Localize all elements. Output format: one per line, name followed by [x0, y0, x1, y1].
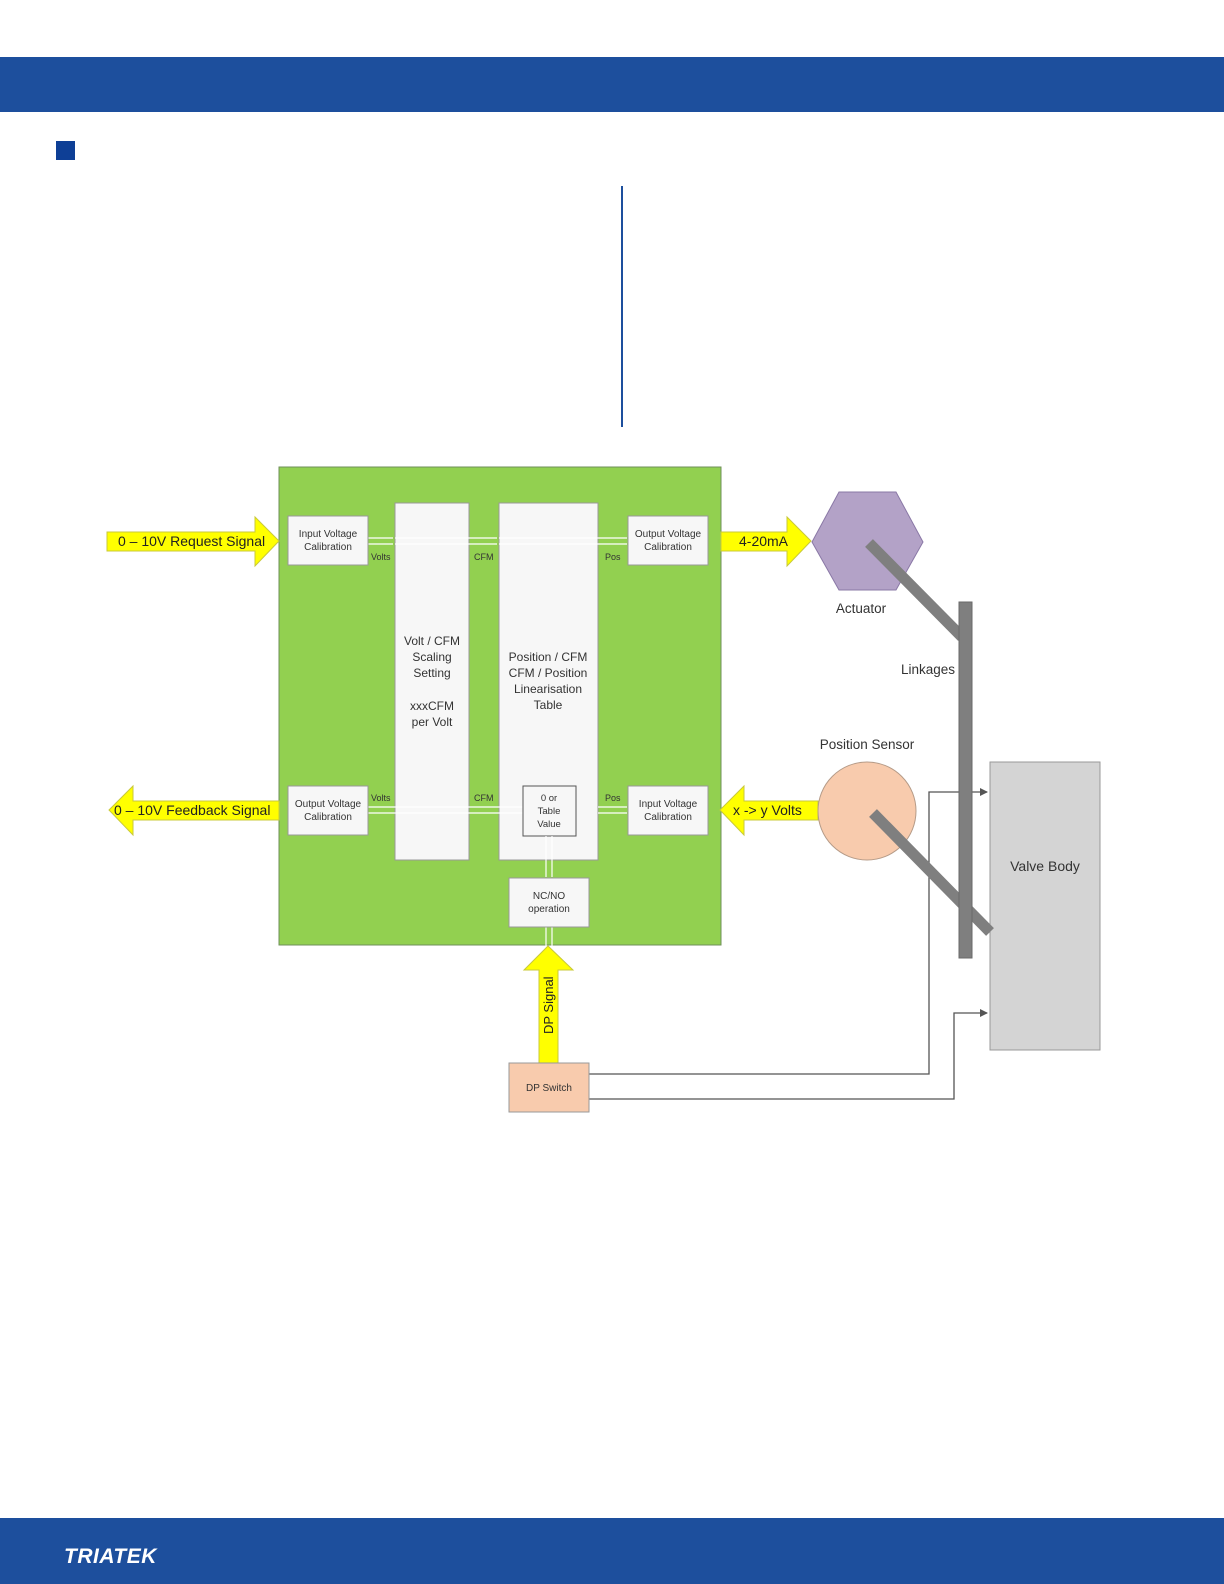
dp-signal-label: DP Signal: [541, 976, 556, 1034]
position-sensor-label: Position Sensor: [820, 737, 915, 752]
pos-bottom-label: Pos: [605, 793, 621, 803]
table-value-line2: Table: [538, 806, 561, 817]
header-band: [0, 57, 1224, 112]
ncno-connector: [545, 836, 553, 946]
dp-signal-arrow: [522, 945, 575, 1064]
section-bullet-square: [56, 141, 75, 160]
scaling-line-6: per Volt: [412, 715, 453, 729]
linearisation-line-1: Position / CFM: [509, 650, 588, 664]
ncno-line2: operation: [528, 904, 570, 915]
request-signal-label: 0 – 10V Request Signal: [118, 533, 265, 549]
linkages-label: Linkages: [901, 662, 955, 677]
dp-switch-box: [508, 1062, 590, 1113]
feedback-signal-arrow: [108, 784, 280, 837]
dp-switch-line-lower: [589, 1009, 988, 1100]
ma-output-label: 4-20mA: [739, 533, 789, 549]
scaling-line-1: Volt / CFM: [404, 634, 460, 648]
scaling-line-2: Scaling: [412, 650, 451, 664]
scaling-block-text: Volt / CFM Scaling Setting xxxCFM per Vo…: [404, 634, 460, 729]
output-cal-top-line1: Output Voltage: [635, 529, 702, 540]
output-cal-bottom-line1: Output Voltage: [295, 799, 362, 810]
output-cal-bottom-box: [287, 785, 369, 836]
input-cal-top-line1: Input Voltage: [299, 529, 358, 540]
request-signal-arrow: [106, 515, 280, 568]
pos-top-label: Pos: [605, 552, 621, 562]
output-cal-top-box: [627, 515, 709, 566]
input-cal-bottom-box: [627, 785, 709, 836]
feedback-signal-label: 0 – 10V Feedback Signal: [114, 802, 270, 818]
column-divider: [621, 186, 623, 427]
internal-flow-bottom: [368, 806, 627, 814]
triatek-logo: TRIATEK: [64, 1545, 157, 1568]
dp-switch-label: DP Switch: [526, 1083, 572, 1094]
input-cal-bottom-line1: Input Voltage: [639, 799, 698, 810]
linearisation-line-3: Linearisation: [514, 682, 582, 696]
footer-band: [0, 1518, 1224, 1584]
output-cal-bottom-line2: Calibration: [304, 812, 352, 823]
volts-bottom-label: Volts: [371, 793, 391, 803]
actuator-linkage: [865, 539, 966, 641]
dp-switch-line-upper: [589, 788, 988, 1075]
ncno-box: [508, 877, 590, 928]
linearisation-line-4: Table: [534, 698, 563, 712]
input-cal-top-line2: Calibration: [304, 542, 352, 553]
ncno-line1: NC/NO: [533, 891, 565, 902]
actuator-label: Actuator: [836, 601, 887, 616]
table-value-line1: 0 or: [541, 793, 557, 804]
volts-top-label: Volts: [371, 552, 391, 562]
input-cal-bottom-line2: Calibration: [644, 812, 692, 823]
scaling-line-3: Setting: [413, 666, 450, 680]
table-value-box: [522, 785, 577, 837]
valve-body-label: Valve Body: [1010, 858, 1080, 874]
linkage-bar: [958, 601, 973, 959]
cfm-top-label: CFM: [474, 552, 494, 562]
valve-body: [989, 761, 1101, 1051]
ma-output-arrow: [720, 515, 812, 568]
output-cal-top-line2: Calibration: [644, 542, 692, 553]
linearisation-block-text: Position / CFM CFM / Position Linearisat…: [509, 650, 588, 712]
input-cal-top-box: [287, 515, 369, 566]
scaling-line-5: xxxCFM: [410, 699, 454, 713]
xy-volts-label: x -> y Volts: [733, 802, 802, 818]
table-value-line3: Value: [537, 819, 561, 830]
internal-flow-top: [368, 537, 627, 545]
linearisation-line-2: CFM / Position: [509, 666, 588, 680]
xy-volts-arrow: [719, 784, 819, 837]
scaling-block: [394, 502, 470, 861]
cfm-bottom-label: CFM: [474, 793, 494, 803]
